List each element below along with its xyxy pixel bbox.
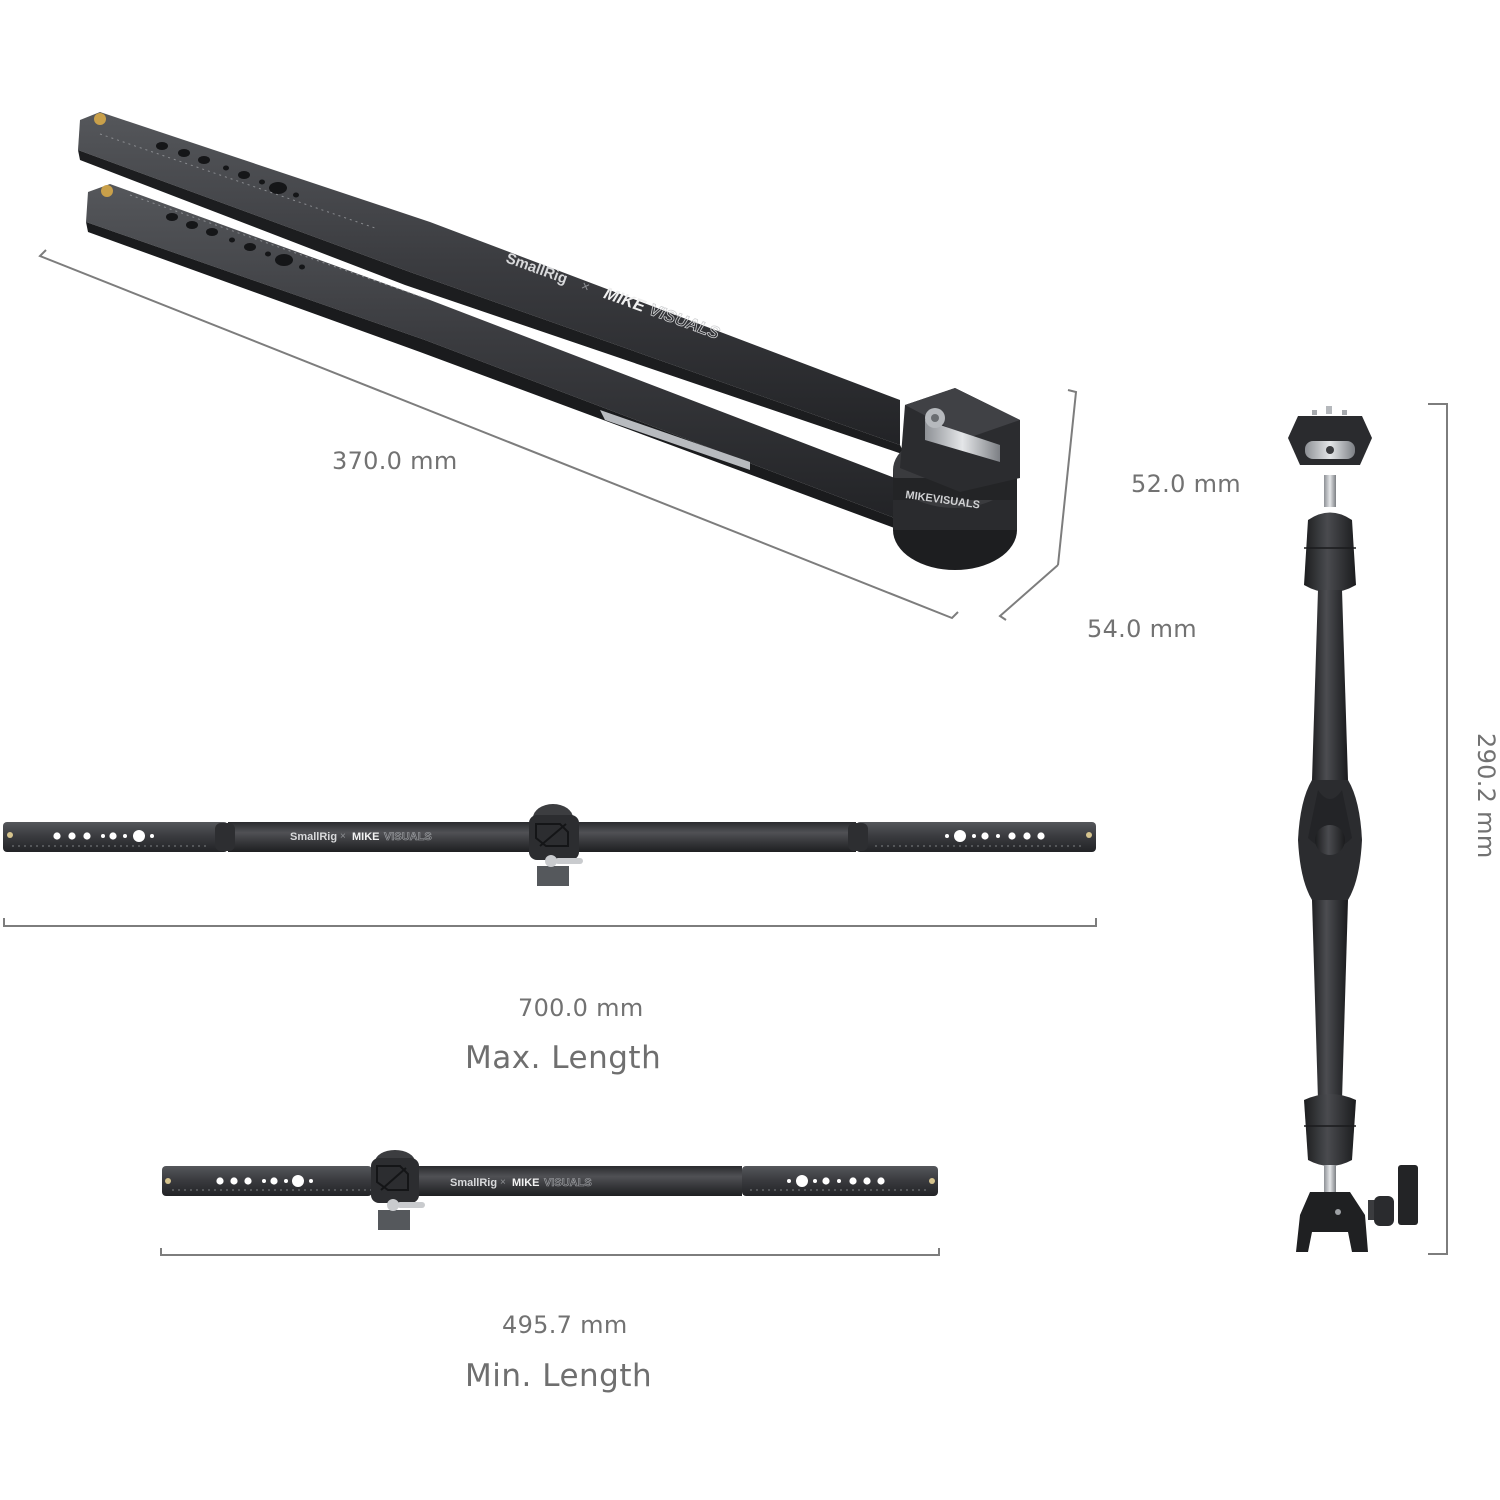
- dim-line-495: [160, 1248, 940, 1256]
- folded-length-label: 370.0 mm: [332, 447, 458, 475]
- folded-view: SmallRig × MIKE VISUALS MIKEVISUALS: [78, 112, 1020, 570]
- folded-dimension-lines: [38, 249, 1078, 621]
- folded-width-label: 54.0 mm: [1087, 615, 1197, 643]
- dim-line-52: [1057, 389, 1078, 566]
- max-length-view: SmallRig × MIKE VISUALS: [3, 804, 1096, 886]
- folded-lower-bar: [86, 184, 905, 532]
- svg-text:VISUALS: VISUALS: [384, 831, 432, 843]
- svg-text:SmallRig: SmallRig: [290, 831, 337, 843]
- svg-text:×: ×: [340, 831, 346, 842]
- arm-height-label: 290.2 mm: [1472, 733, 1500, 859]
- magic-arm-view: [1288, 406, 1418, 1252]
- max-length-title: Max. Length: [465, 1040, 662, 1076]
- dim-line-54: [998, 564, 1059, 621]
- svg-text:SmallRig: SmallRig: [450, 1177, 497, 1189]
- folded-clamp: MIKEVISUALS: [893, 388, 1020, 570]
- min-length-value: 495.7 mm: [502, 1311, 628, 1339]
- min-clamp: [371, 1150, 425, 1230]
- min-length-title: Min. Length: [465, 1358, 653, 1394]
- dim-line-700: [3, 918, 1097, 927]
- svg-text:VISUALS: VISUALS: [544, 1177, 592, 1189]
- svg-text:MIKE: MIKE: [512, 1177, 540, 1189]
- folded-height-label: 52.0 mm: [1131, 470, 1241, 498]
- max-length-value: 700.0 mm: [518, 994, 644, 1022]
- min-length-view: SmallRig × MIKE VISUALS: [162, 1150, 938, 1230]
- folded-upper-bar: [78, 112, 905, 455]
- dim-line-370: [38, 249, 959, 620]
- svg-text:MIKE: MIKE: [352, 831, 380, 843]
- dim-line-290: [1428, 403, 1448, 1255]
- svg-text:×: ×: [500, 1177, 506, 1188]
- max-clamp: [529, 804, 583, 886]
